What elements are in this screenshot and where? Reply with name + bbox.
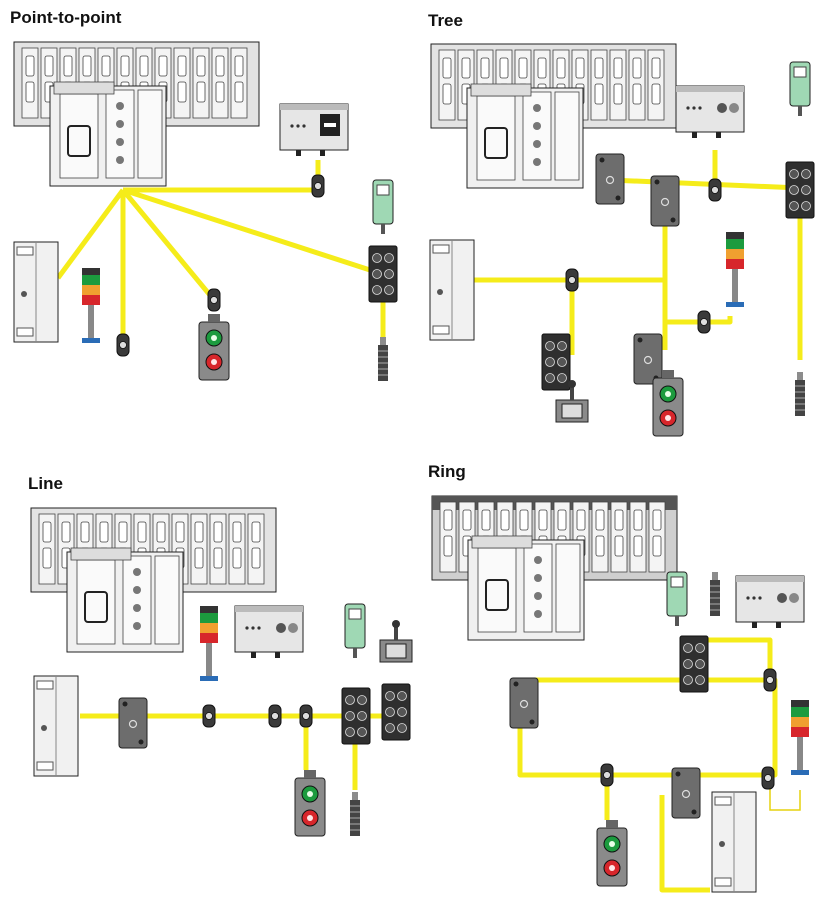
ring-stack-light	[791, 700, 809, 775]
tree-plc-rack	[431, 44, 676, 188]
line-power-supply	[34, 676, 78, 776]
ptp-power-supply	[14, 242, 58, 342]
ring-plc-rack	[432, 496, 677, 640]
line-io-block-1	[342, 688, 370, 744]
tree-junction-2	[651, 176, 679, 226]
tree-cable-branch	[470, 200, 665, 280]
ring-sensor	[710, 572, 720, 616]
tree-green-terminal	[790, 62, 810, 116]
ptp-plc-rack	[14, 42, 259, 186]
line-stack-light	[200, 606, 218, 681]
ring-green-terminal	[667, 572, 687, 626]
ring-push-button	[597, 820, 627, 886]
tree-tap-branch	[566, 269, 578, 291]
line-junction	[119, 698, 147, 748]
tree-junction-3	[634, 334, 662, 384]
ptp-control-box	[280, 104, 348, 156]
line-tap-1	[203, 705, 215, 727]
line-tap-3	[300, 705, 312, 727]
ring-cable-top	[700, 640, 770, 680]
ring-tap-right	[764, 669, 776, 691]
ptp-cable-psu	[58, 190, 123, 278]
line-push-button	[295, 770, 325, 836]
ptp-tap-box	[312, 175, 324, 197]
ring-tap-2	[762, 767, 774, 789]
ptp-io-block	[369, 246, 397, 302]
ptp-tap-button	[208, 289, 220, 311]
line-control-box	[235, 606, 303, 658]
line-io-block-2	[382, 684, 410, 740]
tree-cable-right	[665, 280, 730, 322]
device-layer	[14, 42, 814, 892]
ring-junction-2	[672, 768, 700, 818]
tree-stack-light	[726, 232, 744, 307]
tree-push-button	[653, 370, 683, 436]
tree-control-box	[676, 86, 744, 138]
tree-power-supply	[430, 240, 474, 340]
line-green-terminal	[345, 604, 365, 658]
tree-io-block	[786, 162, 814, 218]
tree-io-module	[542, 334, 570, 390]
tree-junction-1	[596, 154, 624, 204]
line-limit-switch	[380, 620, 412, 662]
tree-tap-top	[709, 179, 721, 201]
ring-io-block	[680, 636, 708, 692]
ptp-sensor	[378, 337, 388, 381]
ring-tap-1	[601, 764, 613, 786]
ptp-green-terminal	[373, 180, 393, 234]
line-sensor	[350, 792, 360, 836]
ptp-push-button	[199, 314, 229, 380]
ring-control-box	[736, 576, 804, 628]
tree-sensor	[795, 372, 805, 416]
tree-tap-stack	[698, 311, 710, 333]
ptp-tap-stack	[117, 334, 129, 356]
line-tap-2	[269, 705, 281, 727]
ring-cable-loop	[520, 680, 775, 775]
ptp-cable-io	[123, 190, 370, 270]
ptp-stack-light	[82, 268, 100, 343]
ring-junction-1	[510, 678, 538, 728]
ring-power-supply	[712, 792, 756, 892]
